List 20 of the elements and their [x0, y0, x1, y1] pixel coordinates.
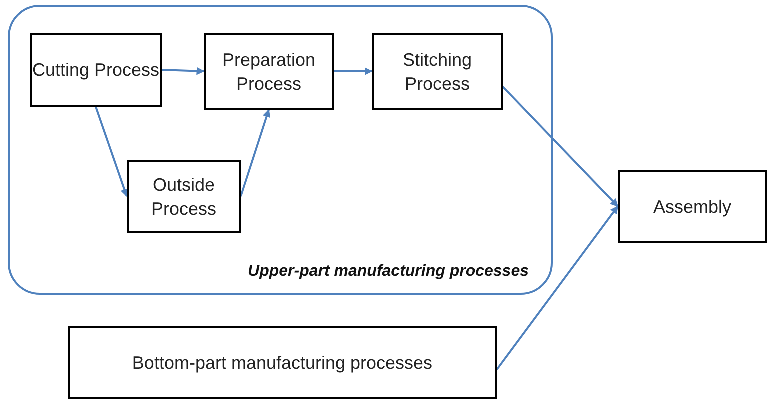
process-box — [30, 33, 162, 107]
process-box — [68, 326, 497, 399]
arrow — [95, 106, 128, 198]
box-label: Outside Process — [150, 174, 218, 220]
box-label: Assembly — [653, 196, 732, 218]
process-box — [372, 33, 503, 110]
box-label: Preparation Process — [221, 48, 317, 96]
group-frame — [8, 5, 553, 295]
arrow — [502, 86, 619, 208]
box-label: Bottom-part manufacturing processes — [132, 352, 433, 374]
arrow — [334, 68, 373, 76]
process-box — [618, 170, 767, 243]
arrow — [162, 67, 205, 76]
process-box — [127, 160, 241, 233]
process-box — [204, 33, 334, 110]
arrow — [240, 109, 271, 197]
group-label: Upper-part manufacturing processes — [248, 263, 529, 281]
box-label: Stitching Process — [402, 48, 474, 96]
box-label: Cutting Process — [32, 59, 160, 82]
arrow — [496, 206, 619, 370]
